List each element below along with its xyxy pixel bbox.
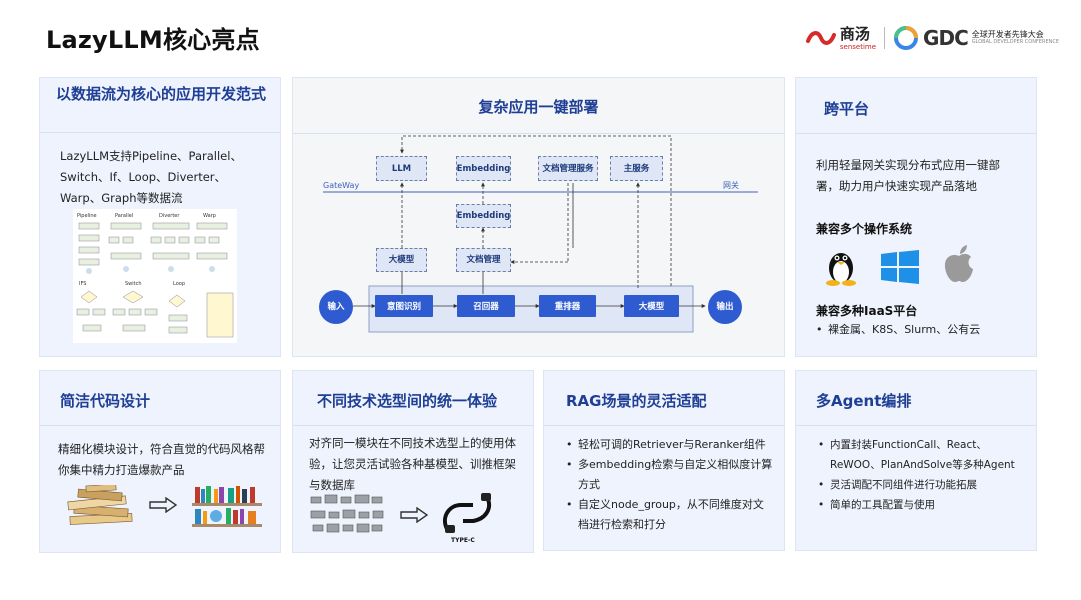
agent-item: 内置封装FunctionCall、React、ReWOO、PlanAndSolv… <box>816 435 1028 475</box>
card-code-title: 简洁代码设计 <box>60 392 151 410</box>
label-loop: Loop <box>173 281 185 287</box>
card-rag: RAG场景的灵活适配 轻松可调的Retriever与Reranker组件 多em… <box>543 370 785 551</box>
card-code: 简洁代码设计 精细化模块设计，符合直觉的代码风格帮你集中精力打造爆款产品 <box>39 370 281 553</box>
card-unify-title: 不同技术选型间的统一体验 <box>317 392 498 410</box>
card-platform: 跨平台 利用轻量网关实现分布式应用一键部署，助力用户快速实现产品落地 兼容多个操… <box>795 77 1037 357</box>
bookshelf-icon <box>192 486 262 527</box>
card-agent-title: 多Agent编排 <box>816 392 912 410</box>
card-code-body: 精细化模块设计，符合直觉的代码风格帮你集中精力打造爆款产品 <box>58 442 265 477</box>
gateway-label-cn: 网关 <box>723 180 739 190</box>
many-connectors-icon <box>310 494 384 533</box>
card-platform-title: 跨平台 <box>824 100 870 118</box>
gdc-cn: 全球开发者先锋大会 <box>971 29 1044 39</box>
gateway-label: GateWay <box>323 181 359 190</box>
step-retriever: 召回器 <box>457 295 515 317</box>
gdc-en: GLOBAL DEVELOPER CONFERENCE <box>971 39 1059 46</box>
box-docmanage: 文档管理 <box>456 248 511 272</box>
label-diverter: Diverter <box>159 213 180 219</box>
messy-books-icon <box>67 485 133 525</box>
os-heading: 兼容多个操作系统 <box>816 222 913 236</box>
label-warp: Warp <box>203 213 216 219</box>
card-dataflow: 以数据流为核心的应用开发范式 LazyLLM支持Pipeline、Paralle… <box>39 77 281 357</box>
step-intent: 意图识别 <box>375 295 433 317</box>
usb-typec-icon <box>442 493 492 533</box>
box-docservice: 文档管理服务 <box>538 156 598 181</box>
iaas-item: 裸金属、K8S、Slurm、公有云 <box>814 320 1024 340</box>
iaas-list: 裸金属、K8S、Slurm、公有云 <box>814 320 1024 340</box>
card-dataflow-body: LazyLLM支持Pipeline、Parallel、Switch、If、Loo… <box>60 149 242 205</box>
box-llm: LLM <box>376 156 427 181</box>
card-unify-body: 对齐同一模块在不同技术选型上的使用体验，让您灵活试验各种基模型、训推框架与数据库 <box>309 436 516 492</box>
arrow-right-icon <box>400 507 429 523</box>
box-embedding-mid: Embedding <box>456 204 511 228</box>
card-deploy: 复杂应用一键部署 GateWay 网关 LLM Em <box>292 77 785 357</box>
sensetime-logo: 商汤 sensetime <box>805 24 877 51</box>
card-unify: 不同技术选型间的统一体验 对齐同一模块在不同技术选型上的使用体验，让您灵活试验各… <box>292 370 534 553</box>
label-pipeline: Pipeline <box>77 213 97 219</box>
iaas-heading: 兼容多种IaaS平台 <box>816 304 918 318</box>
arrow-right-icon <box>149 497 178 513</box>
card-rag-title: RAG场景的灵活适配 <box>566 392 707 410</box>
output-node: 输出 <box>708 290 742 324</box>
dataflow-diagram: Pipeline Parallel Diverter Warp IFS Swit… <box>73 209 237 343</box>
gdc-logo: GDC 全球开发者先锋大会 GLOBAL DEVELOPER CONFERENC… <box>893 25 1059 51</box>
rag-item: 多embedding检索与自定义相似度计算方式 <box>564 455 774 495</box>
logo-bar: 商汤 sensetime GDC 全球开发者先锋大会 GLOBAL DEVELO… <box>805 24 1059 51</box>
gdc-swirl-icon <box>894 25 919 50</box>
box-mainservice: 主服务 <box>610 156 663 181</box>
apple-icon <box>944 245 973 282</box>
step-bigmodel: 大模型 <box>624 295 679 317</box>
sensetime-en: sensetime <box>839 43 877 51</box>
rag-item: 自定义node_group，从不同维度对文档进行检索和打分 <box>564 495 774 535</box>
card-agent: 多Agent编排 内置封装FunctionCall、React、ReWOO、Pl… <box>795 370 1037 551</box>
typec-label: TYPE-C <box>451 537 475 544</box>
agent-item: 灵活调配不同组件进行功能拓展 <box>816 475 1028 495</box>
card-platform-body: 利用轻量网关实现分布式应用一键部署，助力用户快速实现产品落地 <box>816 158 1000 193</box>
agent-item: 简单的工具配置与使用 <box>816 495 1028 515</box>
card-deploy-title: 复杂应用一键部署 <box>478 98 599 116</box>
agent-list: 内置封装FunctionCall、React、ReWOO、PlanAndSolv… <box>816 435 1028 515</box>
rag-item: 轻松可调的Retriever与Reranker组件 <box>564 435 774 455</box>
label-ifs: IFS <box>79 281 86 287</box>
box-bigmodel-dep: 大模型 <box>376 248 427 272</box>
sensetime-cn: 商汤 <box>839 25 870 43</box>
sensetime-mark-icon <box>805 30 836 45</box>
windows-icon <box>881 250 919 284</box>
rag-list: 轻松可调的Retriever与Reranker组件 多embedding检索与自… <box>564 435 774 535</box>
gdc-mark: GDC <box>923 25 969 50</box>
label-switch: Switch <box>125 281 142 287</box>
box-embedding-top: Embedding <box>456 156 511 181</box>
page-title: LazyLLM核心亮点 <box>46 26 260 54</box>
label-parallel: Parallel <box>115 213 133 219</box>
input-node: 输入 <box>319 290 353 324</box>
step-reranker: 重排器 <box>539 295 596 317</box>
card-dataflow-title: 以数据流为核心的应用开发范式 <box>56 85 267 103</box>
logo-divider <box>884 26 886 49</box>
linux-icon <box>826 253 856 286</box>
